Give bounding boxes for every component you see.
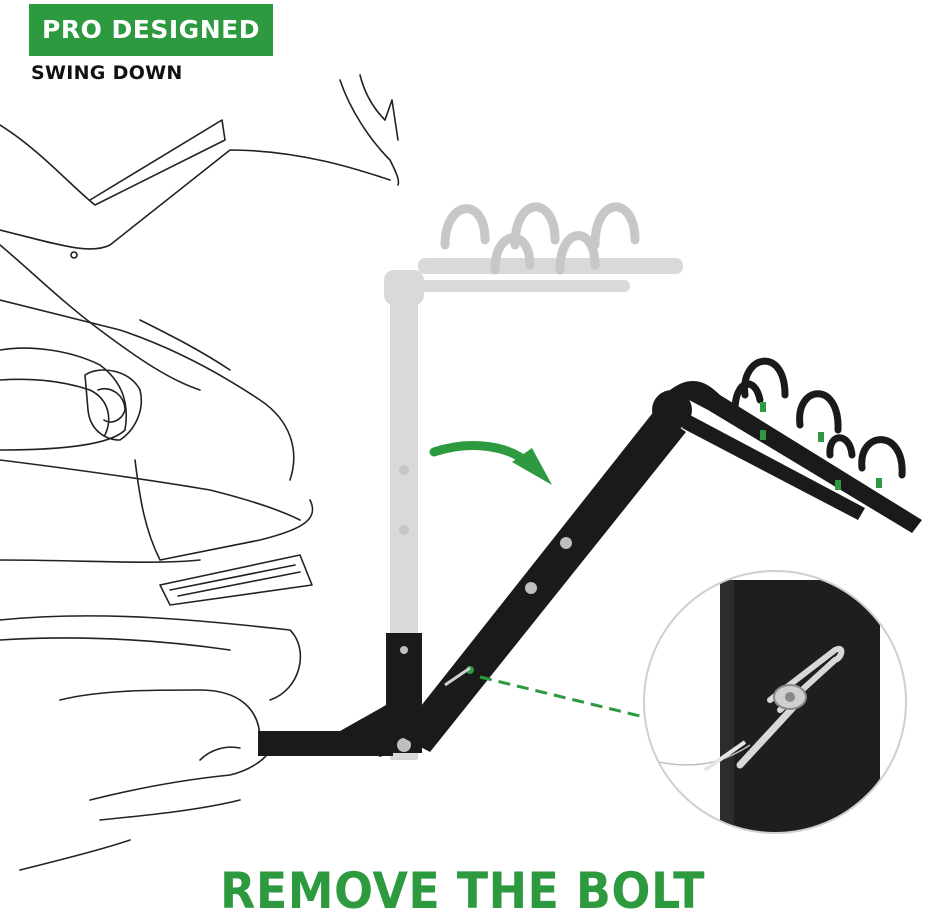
remove-the-bolt-headline: REMOVE THE BOLT xyxy=(220,862,705,920)
swing-arrow-icon xyxy=(429,441,552,485)
pro-designed-badge: PRO DESIGNED xyxy=(29,4,273,56)
swing-down-subtitle: SWING DOWN xyxy=(31,62,183,84)
rack-swung-down xyxy=(258,357,922,757)
callout-line xyxy=(479,675,641,718)
car-outline-illustration xyxy=(0,74,400,871)
bolt-detail-callout xyxy=(643,570,907,834)
